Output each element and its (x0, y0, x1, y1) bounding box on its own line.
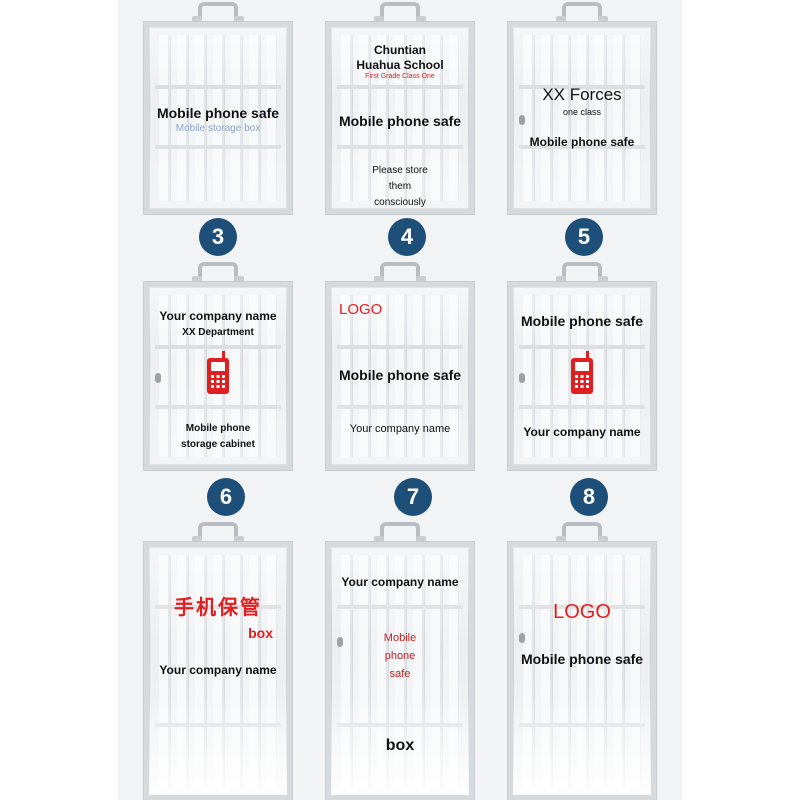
box-word: box (248, 625, 273, 641)
cabinet-label-faint: Mobile storage box (175, 123, 261, 134)
cabinet-label-main: Mobile phone safe (156, 105, 280, 121)
cabinet-label-main: Mobile phone safe (520, 651, 644, 667)
cabinet-handle (562, 522, 602, 542)
cabinet-5: LOGO Mobile phone safe Your company name (326, 262, 474, 470)
logo-text: LOGO (339, 301, 383, 318)
cabinet-handle (198, 2, 238, 22)
number-badge-8: 8 (570, 478, 608, 516)
number-badge-3: 3 (199, 218, 237, 256)
cabinet-4: Your company name XX Department Mobile p… (144, 262, 292, 470)
cabinet-9: LOGO Mobile phone safe (508, 522, 656, 800)
cabinet-1: Mobile phone safe Mobile storage box (144, 2, 292, 214)
cabinet-label-red: Mobile phone safe (383, 632, 417, 680)
logo-text: LOGO (553, 601, 611, 623)
school-name: Chuntian Huahua School (356, 43, 444, 72)
cabinet-label-main: Mobile phone safe (529, 135, 635, 149)
cabinet-handle (198, 522, 238, 542)
company-name: Your company name (523, 425, 641, 439)
cabinet-handle (562, 262, 602, 282)
cabinet-label-main: Mobile phone safe (338, 113, 462, 129)
phone-icon (571, 351, 593, 394)
phone-icon (207, 351, 229, 394)
cabinet-6: Mobile phone safe Your company name (508, 262, 656, 470)
box-word: box (385, 737, 415, 754)
class-name: First Grade Class One (365, 73, 435, 80)
cabinet-label-main: Mobile phone safe (520, 313, 644, 329)
number-badge-4: 4 (388, 218, 426, 256)
company-name: Your company name (159, 663, 277, 677)
department-name: XX Department (182, 327, 254, 338)
cabinet-handle (380, 522, 420, 542)
unit-name: XX Forces (542, 85, 622, 104)
cabinet-3: XX Forces one class Mobile phone safe (508, 2, 656, 214)
number-badge-6: 6 (207, 478, 245, 516)
cabinet-handle (198, 262, 238, 282)
cabinet-handle (562, 2, 602, 22)
cabinet-label: Mobile phone storage cabinet (181, 423, 255, 450)
unit-sub: one class (562, 107, 602, 117)
cabinet-label-main: Mobile phone safe (338, 367, 462, 383)
cabinet-2: Chuntian Huahua School First Grade Class… (326, 2, 474, 214)
company-name: Your company name (349, 423, 451, 435)
company-name: Your company name (159, 309, 277, 323)
chinese-title: 手机保管 (174, 597, 262, 619)
cabinet-handle (380, 2, 420, 22)
number-badge-7: 7 (394, 478, 432, 516)
store-note: Please store them consciously (372, 165, 428, 208)
number-badge-5: 5 (565, 218, 603, 256)
company-name: Your company name (341, 575, 459, 589)
cabinet-8: Your company name Mobile phone safe box (326, 522, 474, 800)
cabinet-7: 手机保管 box Your company name (144, 522, 292, 800)
cabinet-handle (380, 262, 420, 282)
product-collage: Mobile phone safe Mobile storage box Chu… (118, 0, 682, 800)
